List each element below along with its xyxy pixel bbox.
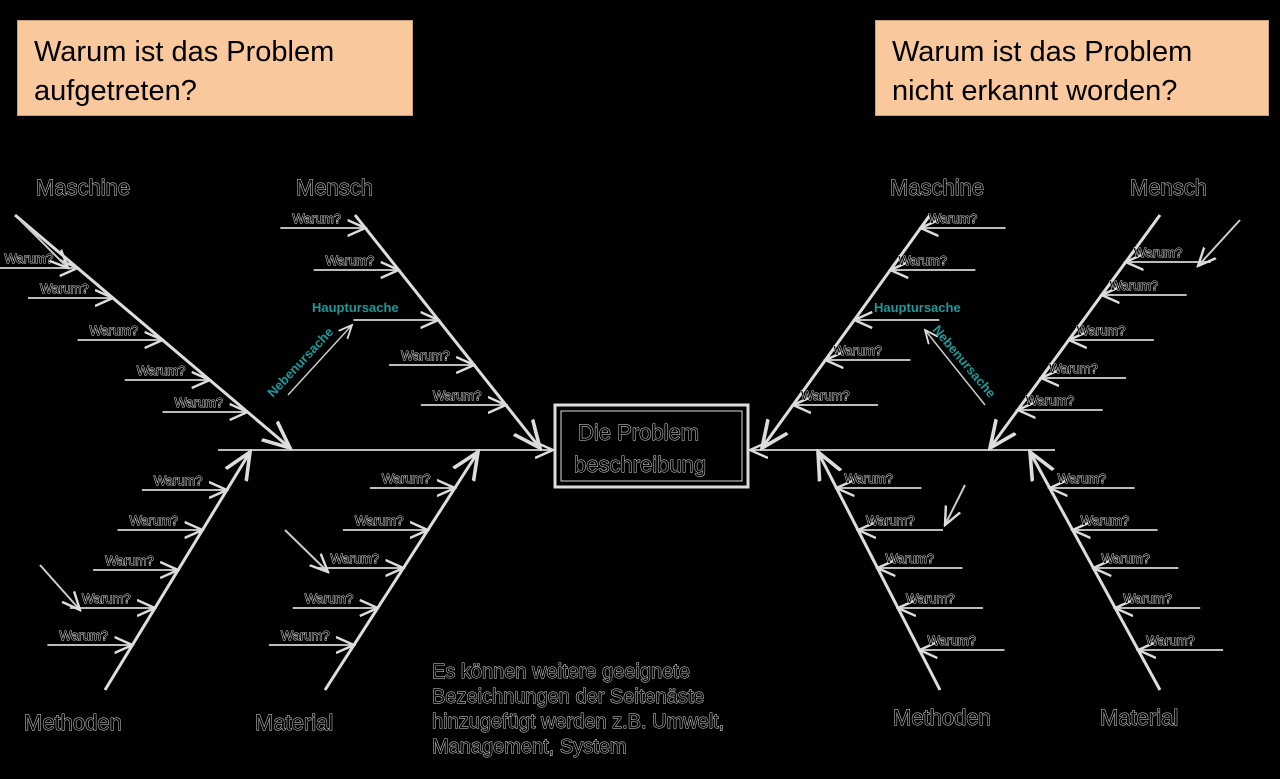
category-material-right: Material [1100, 705, 1178, 730]
why-label: Warum? [1146, 633, 1195, 648]
why-label: Warum? [1077, 323, 1126, 338]
category-methoden-left: Methoden [24, 710, 122, 735]
why-label: Warum? [927, 633, 976, 648]
why-label: Warum? [1049, 361, 1098, 376]
why-label: Warum? [833, 343, 882, 358]
why-label: Warum? [801, 388, 850, 403]
why-label: Warum? [898, 253, 947, 268]
why-label: Warum? [330, 551, 379, 566]
note-line-4: Management, System [432, 736, 627, 758]
main-cause-label-left: Hauptursache [312, 300, 399, 315]
side-cause-label-left: Nebenursache [264, 324, 336, 400]
why-label: Warum? [175, 395, 224, 410]
why-label: Warum? [885, 551, 934, 566]
left-question-box: Warum ist das Problem aufgetreten? [17, 20, 413, 116]
right-question-box: Warum ist das Problem nicht erkannt word… [875, 20, 1269, 116]
problem-line2: beschreibung [574, 452, 706, 477]
why-label: Warum? [401, 348, 450, 363]
why-label: Warum? [137, 363, 186, 378]
bone-mensch-left [353, 214, 540, 448]
why-label: Warum? [355, 513, 404, 528]
category-maschine-left: Maschine [36, 175, 130, 200]
why-label: Warum? [326, 253, 375, 268]
why-label: Warum? [154, 473, 203, 488]
why-label: Warum? [929, 211, 978, 226]
why-label: Warum? [1058, 471, 1107, 486]
why-label: Warum? [1110, 278, 1159, 293]
why-label: Warum? [5, 251, 54, 266]
why-label: Warum? [1101, 551, 1150, 566]
problem-box [553, 403, 750, 489]
why-label: Warum? [305, 591, 354, 606]
note-line-2: Bezeichnungen der Seitenäste [432, 686, 704, 708]
note-line-1: Es können weitere geeignete [432, 661, 690, 683]
why-label: Warum? [1123, 591, 1172, 606]
category-material-left: Material [255, 710, 333, 735]
category-mensch-left: Mensch [296, 175, 373, 200]
why-label: Warum? [105, 553, 154, 568]
why-label: Warum? [1134, 245, 1183, 260]
why-label: Warum? [82, 591, 131, 606]
why-label: Warum? [906, 591, 955, 606]
category-mensch-right: Mensch [1130, 175, 1207, 200]
main-cause-label-right: Hauptursache [874, 300, 961, 315]
side-arrow [1198, 219, 1241, 266]
bone-maschine-left [14, 213, 290, 448]
problem-line1: Die Problem [578, 420, 699, 445]
why-label: Warum? [292, 211, 341, 226]
side-arrow [19, 219, 68, 268]
note-line-3: hinzugefügt werden z.B. Umwelt, [432, 711, 724, 733]
why-label: Warum? [40, 281, 89, 296]
why-label: Warum? [866, 513, 915, 528]
why-label: Warum? [129, 513, 178, 528]
bone-maschine-right [762, 214, 932, 448]
category-maschine-right: Maschine [890, 175, 984, 200]
why-label: Warum? [59, 628, 108, 643]
why-label: Warum? [281, 628, 330, 643]
why-label: Warum? [382, 471, 431, 486]
side-cause-label-right: Nebenursache [930, 322, 999, 400]
why-label: Warum? [844, 471, 893, 486]
side-arrow [945, 484, 966, 525]
why-label: Warum? [90, 323, 139, 338]
why-label: Warum? [1026, 393, 1075, 408]
why-label: Warum? [433, 388, 482, 403]
why-label: Warum? [1081, 513, 1130, 528]
side-arrow [39, 564, 80, 610]
category-methoden-right: Methoden [893, 705, 991, 730]
side-arrow [284, 529, 328, 572]
